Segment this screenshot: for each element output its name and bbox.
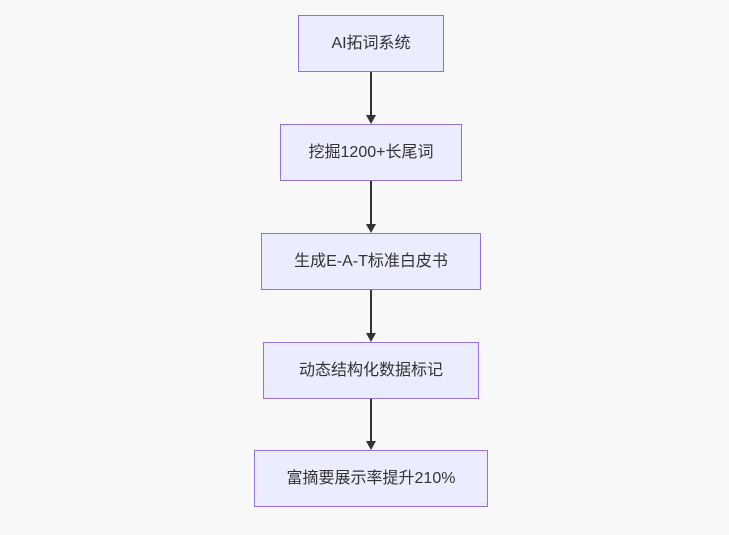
arrow-line: [370, 290, 372, 333]
arrowhead-icon: [366, 115, 376, 124]
flowchart-node-structured-data-markup: 动态结构化数据标记: [263, 342, 479, 399]
node-label: 生成E-A-T标准白皮书: [294, 252, 448, 270]
flowchart-arrow-4: [365, 399, 377, 450]
flowchart-arrow-2: [365, 181, 377, 233]
node-label: 挖掘1200+长尾词: [308, 143, 434, 161]
node-label: AI拓词系统: [331, 34, 411, 52]
arrowhead-icon: [366, 441, 376, 450]
flowchart-node-longtail-mining: 挖掘1200+长尾词: [280, 124, 462, 181]
arrow-line: [370, 72, 372, 115]
flowchart-node-eat-whitepaper: 生成E-A-T标准白皮书: [261, 233, 481, 290]
flowchart-node-rich-snippet-result: 富摘要展示率提升210%: [254, 450, 488, 507]
arrow-line: [370, 181, 372, 224]
node-label: 富摘要展示率提升210%: [286, 469, 456, 487]
arrowhead-icon: [366, 333, 376, 342]
flowchart-arrow-1: [365, 72, 377, 124]
arrowhead-icon: [366, 224, 376, 233]
flowchart-node-ai-keyword-system: AI拓词系统: [298, 15, 444, 72]
flowchart-arrow-3: [365, 290, 377, 342]
node-label: 动态结构化数据标记: [298, 361, 443, 379]
arrow-line: [370, 399, 372, 441]
